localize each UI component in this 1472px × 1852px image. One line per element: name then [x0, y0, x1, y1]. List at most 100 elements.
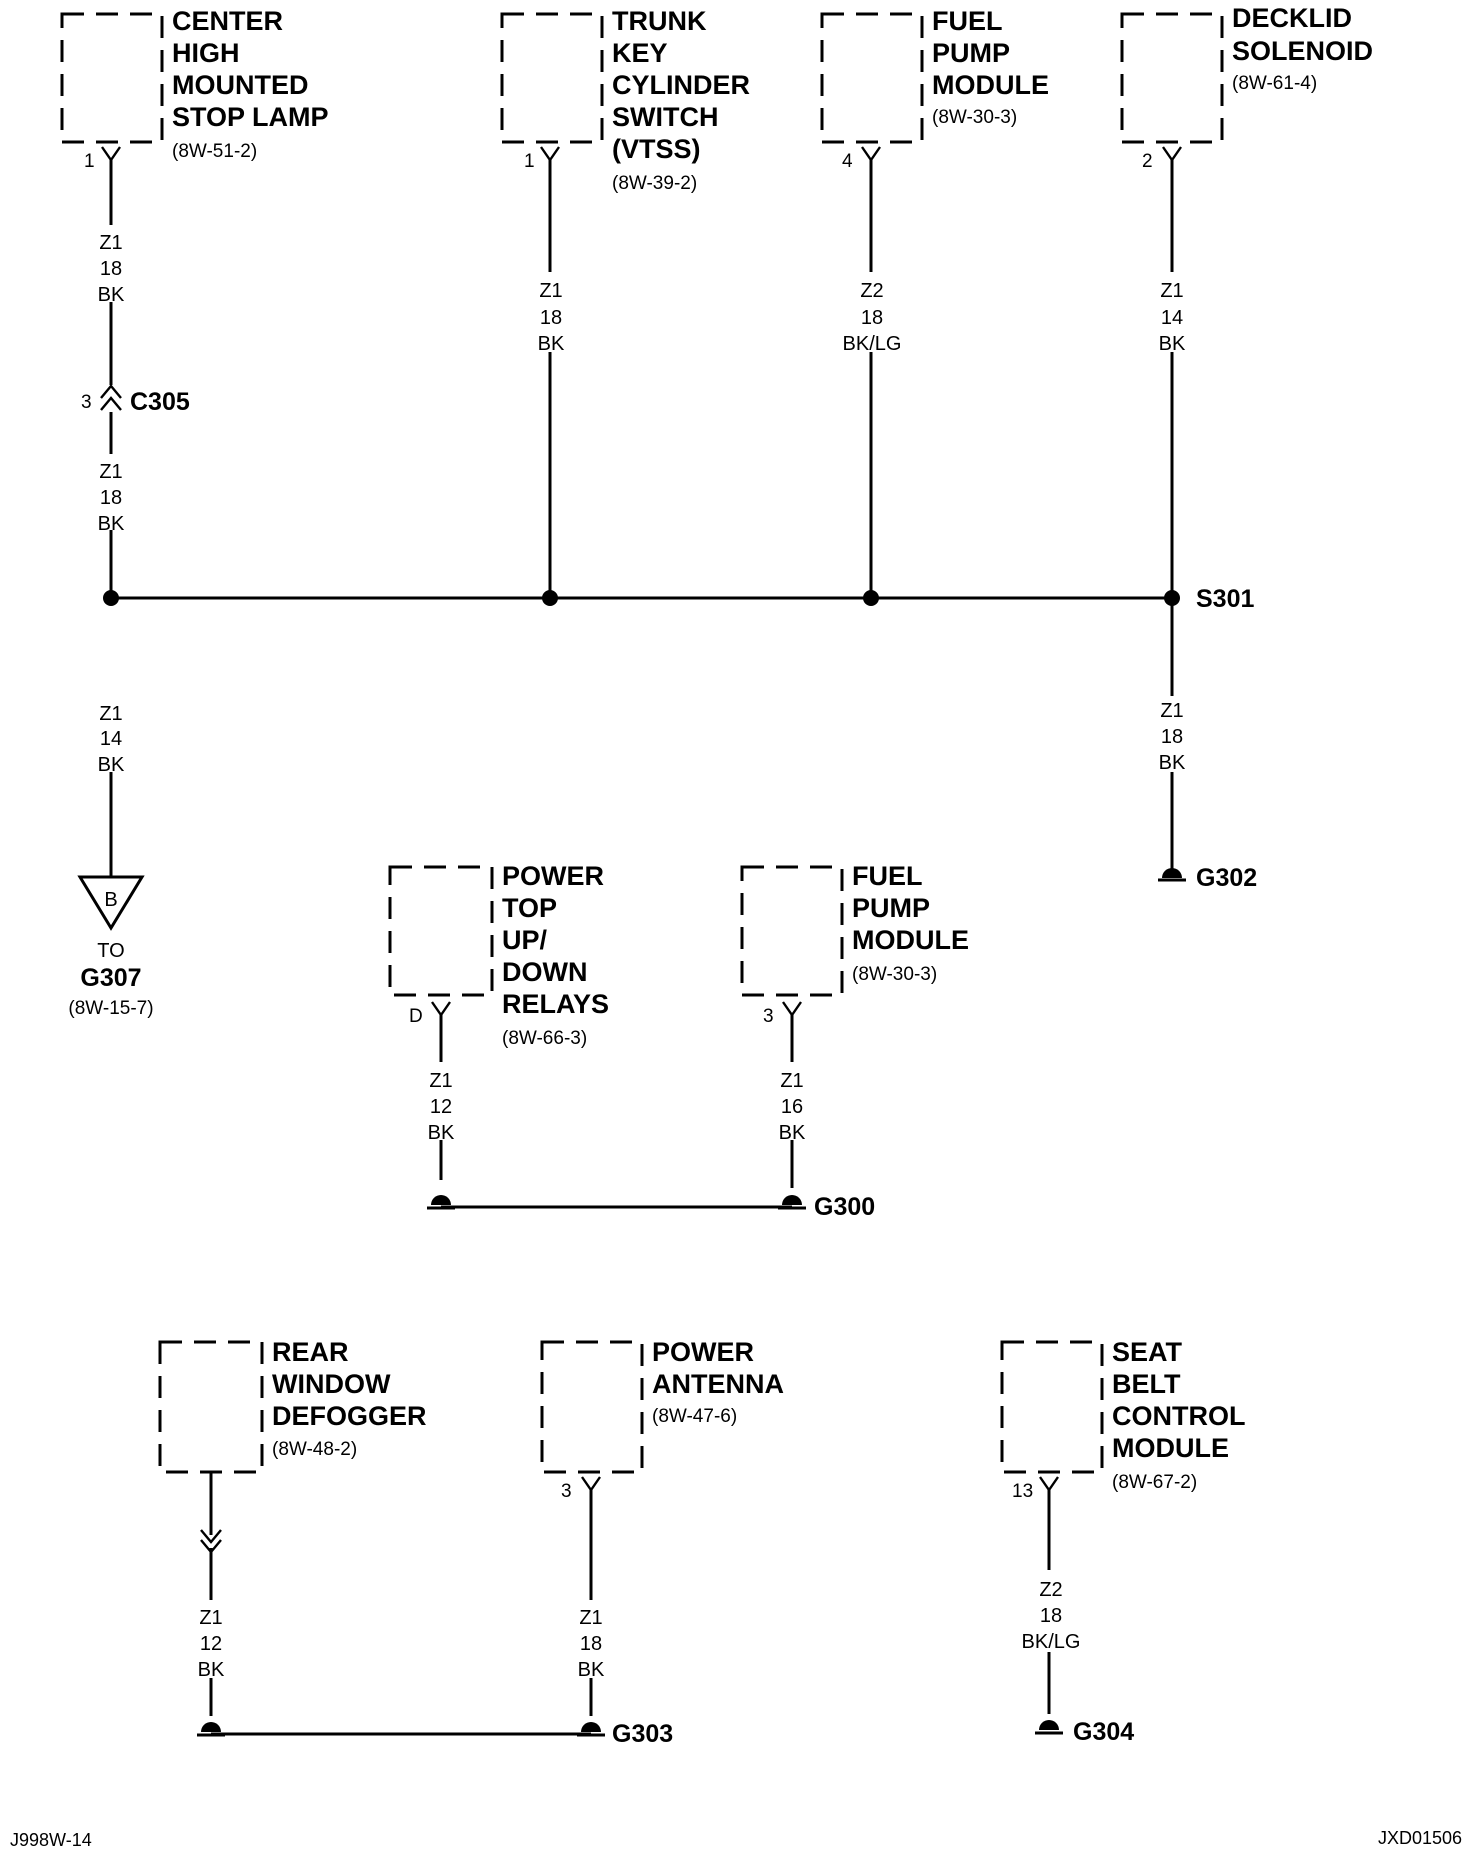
- wire-label: Z1 12 BK: [198, 1607, 225, 1681]
- component-ref: (8W-48-2): [272, 1439, 357, 1460]
- wire-gauge: 18: [100, 258, 122, 280]
- ground-g303: G303: [577, 1720, 673, 1748]
- wire-label: Z1 18 BK: [538, 280, 565, 355]
- component-seat-belt-control-module: SEAT BELT CONTROL MODULE (8W-67-2) 13: [1000, 1337, 1245, 1502]
- component-center-high-mounted-stop-lamp: CENTER HIGH MOUNTED STOP LAMP (8W-51-2) …: [60, 6, 329, 172]
- component-power-top-up-down-relays: POWER TOP UP/ DOWN RELAYS (8W-66-3) D: [388, 861, 609, 1049]
- offpage-ground-label: G307: [80, 964, 141, 992]
- component-title-line: HIGH: [172, 38, 240, 68]
- wire-circuit: Z2: [1039, 1579, 1062, 1601]
- component-ref: (8W-39-2): [612, 173, 697, 194]
- pin-number: 2: [1142, 151, 1153, 172]
- component-title-line: MODULE: [1112, 1433, 1229, 1463]
- component-title-line: POWER: [502, 861, 604, 891]
- defogger-inline-connector: [200, 1529, 222, 1554]
- wire-circuit: Z1: [99, 703, 122, 725]
- component-title-line: ANTENNA: [652, 1369, 784, 1399]
- ground-g300-left: [427, 1195, 455, 1210]
- inline-connector-icon: [200, 1539, 222, 1554]
- wire-color: BK: [98, 754, 125, 776]
- wire-circuit: Z1: [1160, 280, 1183, 302]
- component-fuel-pump-module-top: FUEL PUMP MODULE (8W-30-3) 4: [820, 6, 1049, 172]
- wire-label: Z1 18 BK: [98, 232, 125, 306]
- component-ref: (8W-51-2): [172, 141, 257, 162]
- component-title-line: FUEL: [852, 861, 923, 891]
- component-title-line: BELT: [1112, 1369, 1181, 1399]
- inline-connector-icon: [100, 396, 122, 411]
- wire-gauge: 18: [540, 307, 562, 329]
- component-ref: (8W-30-3): [932, 107, 1017, 128]
- component-title-line: SEAT: [1112, 1337, 1183, 1367]
- component-title-line: CONTROL: [1112, 1401, 1245, 1431]
- wire-gauge: 18: [1040, 1605, 1062, 1627]
- offpage-triangle-icon: [77, 875, 145, 931]
- offpage-letter: B: [104, 889, 117, 911]
- pin-number: 3: [561, 1481, 572, 1502]
- splice-dot: [542, 590, 558, 606]
- wire-gauge: 18: [100, 487, 122, 509]
- component-ref: (8W-30-3): [852, 964, 937, 985]
- wire-label: Z1 18 BK: [98, 461, 125, 535]
- ground-label: G304: [1073, 1718, 1134, 1746]
- component-title-line: CYLINDER: [612, 70, 750, 100]
- wire-gauge: 16: [781, 1096, 803, 1118]
- connector-pin-icon: [581, 1476, 601, 1493]
- wire-gauge: 18: [861, 307, 883, 329]
- component-ref: (8W-47-6): [652, 1406, 737, 1427]
- wire-gauge: 14: [100, 728, 122, 750]
- ground-icon: [581, 1722, 601, 1732]
- wire-circuit: Z1: [429, 1070, 452, 1092]
- splice-dot: [863, 590, 879, 606]
- wire-circuit: Z1: [579, 1607, 602, 1629]
- splice-label: S301: [1196, 585, 1254, 613]
- component-title-line: DEFOGGER: [272, 1401, 427, 1431]
- component-title-line: RELAYS: [502, 989, 609, 1019]
- component-title-line: REAR: [272, 1337, 349, 1367]
- ground-g300: G300: [778, 1193, 875, 1221]
- component-title-line: PUMP: [932, 38, 1010, 68]
- component-title-line: STOP LAMP: [172, 102, 329, 132]
- connector-pin-number: 3: [81, 392, 92, 413]
- wire-label: Z1 18 BK: [578, 1607, 605, 1681]
- component-title-line: TOP: [502, 893, 557, 923]
- component-title-line: MOUNTED: [172, 70, 309, 100]
- connector-label: C305: [130, 388, 190, 416]
- wire-circuit: Z1: [1160, 700, 1183, 722]
- ground-label: G302: [1196, 864, 1257, 892]
- connector-pin-icon: [1162, 146, 1182, 163]
- wire-label: Z1 18 BK: [1159, 700, 1186, 774]
- ground-icon: [201, 1722, 221, 1732]
- component-fuel-pump-module-middle: FUEL PUMP MODULE (8W-30-3) 3: [740, 861, 969, 1027]
- ground-icon: [431, 1195, 451, 1205]
- pin-number: 1: [84, 151, 95, 172]
- component-title-line: UP/: [502, 925, 548, 955]
- pin-number: 1: [524, 151, 535, 172]
- component-title-line: WINDOW: [272, 1369, 391, 1399]
- wire-color: BK: [779, 1122, 806, 1144]
- pin-number: 3: [763, 1006, 774, 1027]
- offpage-connector-g307: B TO G307 (8W-15-7): [68, 875, 154, 1019]
- component-ref: (8W-66-3): [502, 1028, 587, 1049]
- component-title-line: KEY: [612, 38, 668, 68]
- component-title-line: POWER: [652, 1337, 754, 1367]
- figure-id-left: J998W-14: [10, 1830, 92, 1850]
- splice-dot: [103, 590, 119, 606]
- wire-color: BK: [578, 1659, 605, 1681]
- wire-label: Z2 18 BK/LG: [843, 280, 902, 355]
- component-title-line: DECKLID: [1232, 3, 1352, 33]
- ground-label: G300: [814, 1193, 875, 1221]
- ground-icon: [1162, 868, 1182, 878]
- component-title-line: MODULE: [932, 70, 1049, 100]
- wire-color: BK/LG: [843, 333, 902, 355]
- wire-gauge: 18: [1161, 726, 1183, 748]
- component-title-line: PUMP: [852, 893, 930, 923]
- connector-pin-icon: [1039, 1476, 1059, 1493]
- connector-pin-icon: [782, 1001, 802, 1018]
- wire-gauge: 18: [580, 1633, 602, 1655]
- component-ref: (8W-61-4): [1232, 73, 1317, 94]
- connector-pin-icon: [101, 146, 121, 163]
- wire-color: BK: [428, 1122, 455, 1144]
- connector-c305: 3 C305: [81, 384, 190, 416]
- component-title-line: MODULE: [852, 925, 969, 955]
